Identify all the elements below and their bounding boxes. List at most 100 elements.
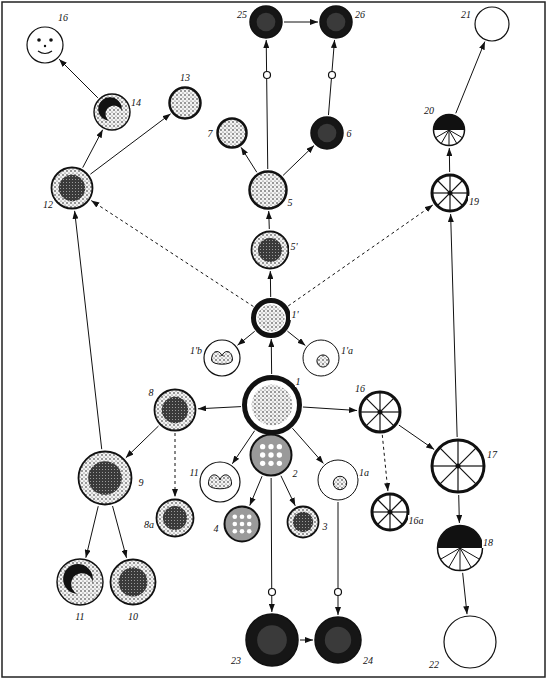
cell-detail xyxy=(451,194,462,205)
cell-detail xyxy=(258,238,282,262)
lineage-arrow xyxy=(463,573,467,614)
cell-number: 21 xyxy=(460,9,472,20)
cell-detail xyxy=(268,452,273,457)
cell-detail xyxy=(268,461,273,466)
cell-number: 8a xyxy=(143,519,155,530)
cell-number: 24 xyxy=(362,655,374,666)
cell-detail xyxy=(288,507,319,538)
cell-detail xyxy=(208,475,231,489)
stage-ring xyxy=(264,72,271,79)
cell-detail xyxy=(438,526,483,571)
cell-number: 10 xyxy=(127,611,139,622)
cell-detail xyxy=(388,510,393,515)
cell-outline xyxy=(93,93,131,131)
cell-circle: 2 xyxy=(249,433,293,477)
lineage-arrow xyxy=(268,211,270,229)
cell-detail xyxy=(260,444,265,449)
lineage-arrow xyxy=(83,130,103,168)
lineage-arrow xyxy=(382,435,388,491)
cell-outline xyxy=(245,613,299,667)
cell-circle: 16 xyxy=(26,26,64,64)
lineage-arrow xyxy=(451,214,458,437)
cell-detail xyxy=(59,175,85,201)
cell-detail xyxy=(459,467,476,484)
cell-outline xyxy=(317,459,359,501)
cell-detail xyxy=(157,500,194,537)
cell-detail xyxy=(441,548,460,559)
cell-detail xyxy=(111,560,156,605)
cell-detail xyxy=(360,411,378,412)
cell-detail xyxy=(247,522,252,527)
cell-detail xyxy=(372,494,408,530)
cell-outline xyxy=(248,170,288,210)
cell-number: 1' xyxy=(290,309,299,320)
cell-detail xyxy=(204,340,240,376)
cell-outline xyxy=(314,616,362,664)
cell-detail xyxy=(432,465,456,466)
cell-detail xyxy=(315,617,361,663)
cell-number: 9 xyxy=(138,477,145,488)
cell-number: 18 xyxy=(482,537,494,548)
cell-outline xyxy=(109,558,157,606)
cell-number: 22 xyxy=(428,659,440,670)
cell-detail xyxy=(320,6,352,38)
cell-detail xyxy=(432,192,448,193)
cell-detail xyxy=(232,522,237,527)
cell-detail xyxy=(444,616,496,668)
cell-circle: 8 xyxy=(153,388,197,432)
cell-detail xyxy=(311,117,343,149)
cell-detail xyxy=(317,355,329,367)
cell-detail xyxy=(232,514,237,519)
cell-detail xyxy=(460,465,484,466)
lineage-arrow xyxy=(250,476,262,505)
cell-circle: 3 xyxy=(286,505,320,539)
cell-detail xyxy=(449,130,457,143)
cell-circle: 13 xyxy=(168,86,202,120)
lineage-arrow xyxy=(266,40,268,169)
cell-circle: 12 xyxy=(50,166,94,210)
cell-circle: 26 xyxy=(319,5,353,39)
cell-detail xyxy=(438,526,483,548)
cell-number: 8 xyxy=(148,387,155,398)
cell-circle: 25 xyxy=(249,5,283,39)
cell-detail xyxy=(52,168,93,209)
lineage-arrow xyxy=(338,502,339,615)
cell-detail xyxy=(257,304,284,331)
cell-detail xyxy=(232,529,237,534)
cell-circle: 10 xyxy=(109,558,157,606)
lineage-arrow xyxy=(59,59,98,98)
cell-outline xyxy=(251,298,291,338)
cell-circle: 5' xyxy=(250,230,290,270)
cell-number: 12 xyxy=(42,199,54,210)
lineage-arrow xyxy=(303,407,357,411)
cell-detail xyxy=(240,514,245,519)
cell-detail xyxy=(449,195,450,211)
cell-number: 1a xyxy=(358,467,370,478)
cell-circle: 1 xyxy=(242,375,302,435)
lineage-arrow xyxy=(458,495,460,523)
cell-detail xyxy=(436,130,449,138)
cell-detail xyxy=(247,529,252,534)
lineage-arrow xyxy=(456,42,485,114)
cell-detail xyxy=(225,507,260,542)
cell-detail xyxy=(460,548,471,567)
lineage-arrow xyxy=(292,428,323,463)
lineage-arrow xyxy=(287,331,305,345)
cell-detail xyxy=(457,440,458,464)
cell-circle: 16 xyxy=(358,390,402,434)
cell-circle: 17 xyxy=(430,438,486,494)
cell-detail xyxy=(440,467,457,484)
cell-detail xyxy=(27,27,63,63)
cell-number: 1'a xyxy=(340,345,354,356)
cell-outline xyxy=(77,450,133,506)
cell-outline xyxy=(430,438,486,494)
cell-circle: 22 xyxy=(443,615,497,669)
cell-detail xyxy=(377,513,388,524)
stage-ring xyxy=(329,72,336,79)
cell-number: 5 xyxy=(287,197,294,208)
cell-detail xyxy=(360,392,400,432)
cell-detail xyxy=(200,462,240,502)
cell-circle: 14 xyxy=(93,93,131,131)
cell-number: 2 xyxy=(292,468,299,479)
cell-detail xyxy=(392,511,408,512)
